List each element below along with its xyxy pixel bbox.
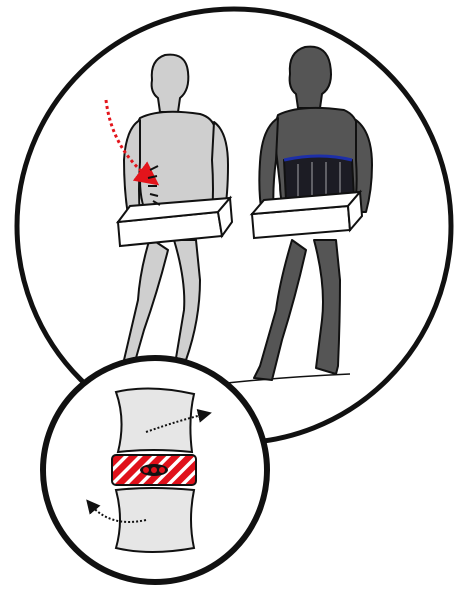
right-carried-box [252, 192, 362, 238]
main-scene-circle [17, 9, 451, 443]
spine-disc-detail-icon [43, 358, 267, 582]
lower-vertebra [116, 488, 194, 552]
